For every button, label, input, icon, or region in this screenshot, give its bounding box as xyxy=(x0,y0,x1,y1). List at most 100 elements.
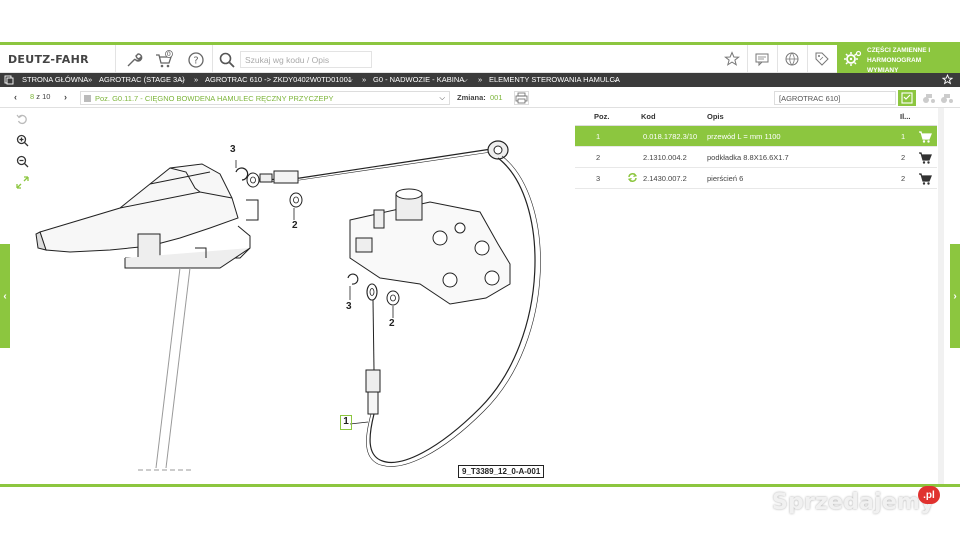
model-field[interactable]: [AGROTRAC 610] xyxy=(774,91,896,105)
star-icon[interactable] xyxy=(722,49,742,69)
col-header-poz[interactable]: Poz. xyxy=(594,112,610,121)
callout-3[interactable]: 3 xyxy=(230,144,236,155)
divider xyxy=(212,45,213,73)
tractor-icon[interactable] xyxy=(922,92,936,106)
chevron-down-icon[interactable]: ⌵ xyxy=(613,75,619,84)
prev-page-icon[interactable]: ‹ xyxy=(14,92,17,102)
breadcrumb-item[interactable]: AGROTRAC 610 -> ZKDY0402W0TD01001 xyxy=(205,75,352,84)
search-icon[interactable] xyxy=(215,48,239,72)
change-label: Zmiana: xyxy=(457,93,486,102)
row-kod[interactable]: 2.1310.004.2 xyxy=(643,153,687,162)
panel-line-2: HARMONOGRAM xyxy=(867,57,922,64)
divider xyxy=(777,45,778,73)
document-icon xyxy=(84,95,91,102)
col-header-il[interactable]: Il... xyxy=(900,112,911,121)
search-input[interactable]: Szukaj wg kodu / Opis xyxy=(240,51,372,68)
callout-1[interactable]: 1 xyxy=(340,415,352,430)
row-kod[interactable]: 0.018.1782.3/10 xyxy=(643,132,698,141)
breadcrumb-item[interactable]: STRONA GŁÓWNA xyxy=(22,75,89,84)
top-accent-strip xyxy=(0,42,960,45)
chevron-down-icon[interactable]: ⌵ xyxy=(462,75,468,84)
divider xyxy=(807,45,808,73)
replacement-icon[interactable] xyxy=(627,172,638,185)
chevron-down-icon: ⌵ xyxy=(439,93,445,102)
fullscreen-icon[interactable] xyxy=(15,175,30,190)
next-page-icon[interactable]: › xyxy=(64,92,67,102)
model-select-button[interactable] xyxy=(898,90,916,106)
position-label: Poz. G0.11.7 - CIĘGNO BOWDENA HAMULEC RĘ… xyxy=(95,94,334,103)
print-button[interactable] xyxy=(514,91,529,105)
panel-line-1: CZĘŚCI ZAMIENNE I xyxy=(867,47,931,54)
breadcrumb-item[interactable]: AGROTRAC (STAGE 3A) xyxy=(99,75,185,84)
rotate-icon[interactable] xyxy=(15,112,30,127)
exploded-drawing: 3 2 3 2 1 9_T3389_12_0-A-001 xyxy=(10,108,572,485)
position-toolbar: ‹ 8 z 10 › Poz. G0.11.7 - CIĘGNO BOWDENA… xyxy=(0,88,960,108)
add-to-cart-icon[interactable] xyxy=(918,152,932,164)
row-il: 1 xyxy=(901,132,906,141)
gears-icon xyxy=(843,49,863,73)
divider xyxy=(115,45,116,73)
drawing-code: 9_T3389_12_0-A-001 xyxy=(458,465,545,478)
callout-3[interactable]: 3 xyxy=(346,301,352,312)
prev-position-arrow[interactable]: ‹ xyxy=(0,244,10,348)
watermark-text: Sprzedajemy xyxy=(772,490,935,515)
col-header-kod[interactable]: Kod xyxy=(641,112,656,121)
zoom-in-icon[interactable] xyxy=(15,133,30,148)
table-row[interactable]: 2 2.1310.004.2 podkładka 8.8X16.6X1.7 2 xyxy=(575,147,937,168)
copy-icon[interactable] xyxy=(4,75,14,87)
page-total: 10 xyxy=(42,92,51,101)
page-current: 8 xyxy=(30,92,35,101)
table-header: Poz. Kod Opis Il... xyxy=(575,108,937,126)
tractor-icon[interactable] xyxy=(940,92,954,106)
add-to-cart-icon[interactable] xyxy=(918,173,932,185)
wrench-icon[interactable] xyxy=(122,48,146,72)
breadcrumb-sep: » xyxy=(194,75,199,84)
breadcrumb-sep: » xyxy=(88,75,93,84)
row-poz: 2 xyxy=(596,153,601,162)
svg-text:?: ? xyxy=(193,56,198,67)
parts-table: Poz. Kod Opis Il... 1 0.018.1782.3/10 pr… xyxy=(575,108,937,189)
row-poz: 3 xyxy=(596,174,601,183)
tag-icon[interactable] xyxy=(812,49,832,69)
table-row[interactable]: 1 0.018.1782.3/10 przewód L = mm 1100 1 xyxy=(575,126,937,147)
row-opis: przewód L = mm 1100 xyxy=(707,132,781,141)
row-poz: 1 xyxy=(596,132,601,141)
message-icon[interactable] xyxy=(752,49,772,69)
breadcrumb-item[interactable]: ELEMENTY STEROWANIA HAMULCA xyxy=(489,75,620,84)
next-position-arrow[interactable]: › xyxy=(950,244,960,348)
col-header-opis[interactable]: Opis xyxy=(707,112,724,121)
chevron-down-icon[interactable]: ⌵ xyxy=(347,75,353,84)
spare-parts-schedule-panel[interactable]: CZĘŚCI ZAMIENNE I HARMONOGRAM WYMIANY xyxy=(837,45,960,74)
zoom-out-icon[interactable] xyxy=(15,154,30,169)
help-icon[interactable]: ? xyxy=(184,48,208,72)
page-indicator: 8 z 10 xyxy=(30,92,50,101)
row-kod[interactable]: 2.1430.007.2 xyxy=(643,174,687,183)
position-select[interactable]: Poz. G0.11.7 - CIĘGNO BOWDENA HAMULEC RĘ… xyxy=(80,91,450,105)
app-header: DEUTZ-FAHR 0 ? Szukaj wg kodu / Opis xyxy=(0,45,960,74)
cart-count-badge: 0 xyxy=(167,51,171,58)
callout-2[interactable]: 2 xyxy=(292,220,298,231)
breadcrumb-sep: » xyxy=(478,75,483,84)
breadcrumb-sep: » xyxy=(362,75,367,84)
globe-icon[interactable] xyxy=(782,49,802,69)
brand-logo[interactable]: DEUTZ-FAHR xyxy=(8,53,89,66)
chevron-down-icon[interactable]: ⌵ xyxy=(179,75,185,84)
divider xyxy=(747,45,748,73)
star-icon[interactable] xyxy=(941,73,954,87)
breadcrumb-item[interactable]: G0 - NADWOZIE - KABINA xyxy=(373,75,465,84)
bottom-accent-strip xyxy=(0,484,960,487)
table-row[interactable]: 3 2.1430.007.2 pierścień 6 2 xyxy=(575,168,937,189)
watermark-badge: .pl xyxy=(918,486,940,504)
page-sep: z xyxy=(36,92,41,101)
cart-icon[interactable]: 0 xyxy=(152,48,176,72)
breadcrumb: STRONA GŁÓWNA » AGROTRAC (STAGE 3A) ⌵ » … xyxy=(0,73,960,87)
callout-2[interactable]: 2 xyxy=(389,318,395,329)
row-opis: pierścień 6 xyxy=(707,174,744,183)
table-scrollbar[interactable] xyxy=(938,108,944,485)
add-to-cart-icon[interactable] xyxy=(918,131,932,143)
parts-diagram xyxy=(35,140,541,471)
change-value: 001 xyxy=(490,93,503,102)
panel-line-3: WYMIANY xyxy=(867,67,899,74)
row-il: 2 xyxy=(901,174,906,183)
